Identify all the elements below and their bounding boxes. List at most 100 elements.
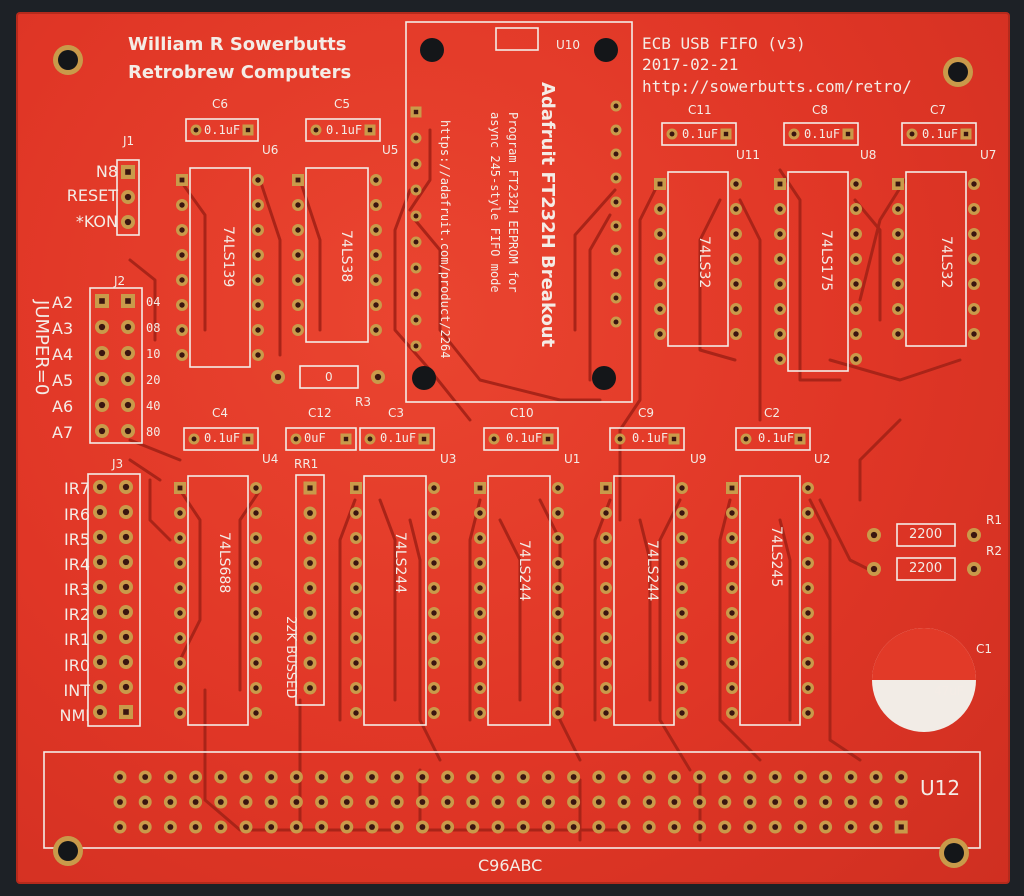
pad-hole [122,683,130,691]
pad-hole [431,610,437,616]
solder-pads [93,100,981,834]
pad-hole [555,485,561,491]
pad-hole [353,685,359,691]
pad-hole [142,799,149,805]
copper-trace [178,178,207,332]
pad-hole [555,510,561,516]
pad-hole [469,774,476,780]
u11-part: 74LS32 [696,236,712,289]
pad-hole [394,824,401,830]
pad-hole [177,535,183,541]
pad-hole [679,485,685,491]
pad-hole [117,799,123,805]
silk-outline [87,473,141,727]
pad-hole [797,824,804,830]
pad-hole [96,558,104,566]
pad-hole [873,824,879,830]
pad-hole [293,799,300,805]
pad-hole [595,824,602,830]
u3-ref: U3 [440,452,457,466]
module-mounting-hole [420,38,444,62]
c5-value: 0.1uF [326,123,363,137]
pad-hole [295,277,301,283]
pad-hole [122,558,130,566]
pad-hole [729,535,735,541]
pad-hole [895,306,901,312]
pad-hole [343,799,350,805]
pad-hole [353,660,359,666]
pad-hole [268,774,275,780]
pad-hole [96,608,104,616]
pad-hole [613,175,619,181]
copper-trace [808,498,862,762]
pad-hole [603,510,609,516]
silk-outline [667,171,729,347]
j2-label: A3 [52,319,74,338]
pad-hole [192,799,199,805]
pad-hole [374,373,382,381]
pad-hole [177,635,183,641]
copper-trace [408,128,432,212]
c1-ref: C1 [976,642,993,656]
pad-hole [657,181,663,187]
pad-hole [777,331,783,337]
pad-hole [307,610,313,616]
copper-trace [203,688,402,832]
pad-hole [679,685,685,691]
pad-hole [657,256,663,262]
pad-hole [253,685,259,691]
u9-ref: U9 [690,452,707,466]
pad-hole [373,227,379,233]
pad-hole [495,774,501,780]
pad-hole [898,799,905,805]
pad-hole [909,131,915,137]
pad-hole [96,683,104,691]
pad-hole [729,585,735,591]
pad-hole [895,256,901,262]
pad-hole [122,483,130,491]
r1-ref: R1 [986,513,1002,527]
pad-hole [307,585,313,591]
pad-hole [777,181,783,187]
pad-hole [898,774,905,780]
pad-hole [431,560,437,566]
pad-hole [444,824,451,830]
pad-hole [469,799,476,805]
pad-hole [295,302,301,308]
pad-hole [413,161,419,167]
pad-hole [179,227,185,233]
pad-hole [98,375,106,383]
pad-hole [729,560,735,566]
silk-outline [495,27,539,51]
pad-hole [895,231,901,237]
pad-hole [733,256,739,262]
pad-hole [167,824,174,830]
silk-outline [43,751,981,849]
bus-connector-ref: U12 [920,776,961,800]
pad-hole [177,660,183,666]
pad-hole [805,585,811,591]
pad-hole [431,710,437,716]
pad-hole [373,327,379,333]
pad-hole [373,202,379,208]
pad-hole [669,131,675,137]
copper-trace [858,418,902,502]
pad-hole [413,265,419,271]
pad-hole [696,799,703,805]
pad-hole [177,560,183,566]
pad-hole [613,199,619,205]
pad-hole [613,319,619,325]
pad-hole [657,306,663,312]
pad-hole [469,824,476,830]
pad-hole [373,302,379,308]
pad-hole [477,585,483,591]
j1-label: RESET [66,186,118,205]
pad-hole [98,323,106,331]
pad-hole [295,177,301,183]
pad-hole [124,218,132,226]
u1-ref: U1 [564,452,581,466]
pad-hole [125,169,131,175]
c12-ref: C12 [308,406,332,420]
pad-hole [805,685,811,691]
c1-value: 47uF [934,684,964,698]
